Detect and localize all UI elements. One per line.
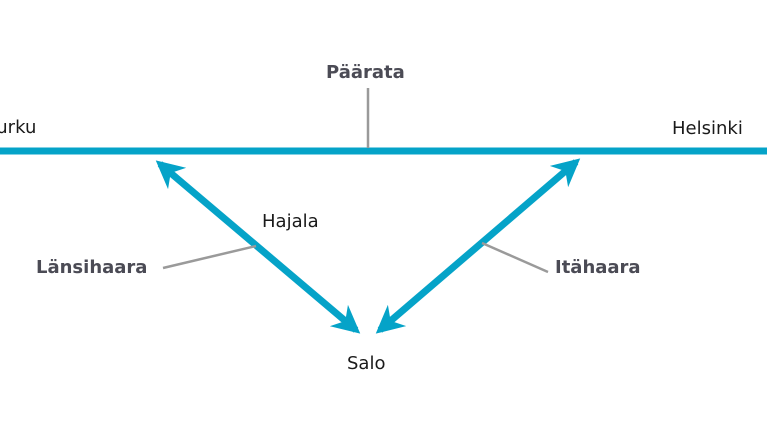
- east-branch-label: Itähaara: [555, 257, 641, 278]
- west-branch-arrow: [155, 160, 361, 334]
- west-branch-label: Länsihaara: [36, 257, 148, 278]
- east-branch-arrow: [375, 158, 581, 334]
- hajala-label: Hajala: [262, 211, 319, 232]
- salo-label: Salo: [347, 353, 386, 374]
- east-branch-leader: [481, 241, 549, 274]
- turku-label: Turku: [0, 117, 37, 138]
- helsinki-label: Helsinki: [672, 118, 743, 139]
- main-line-label: Päärata: [326, 62, 405, 83]
- west-branch-leader: [162, 244, 257, 270]
